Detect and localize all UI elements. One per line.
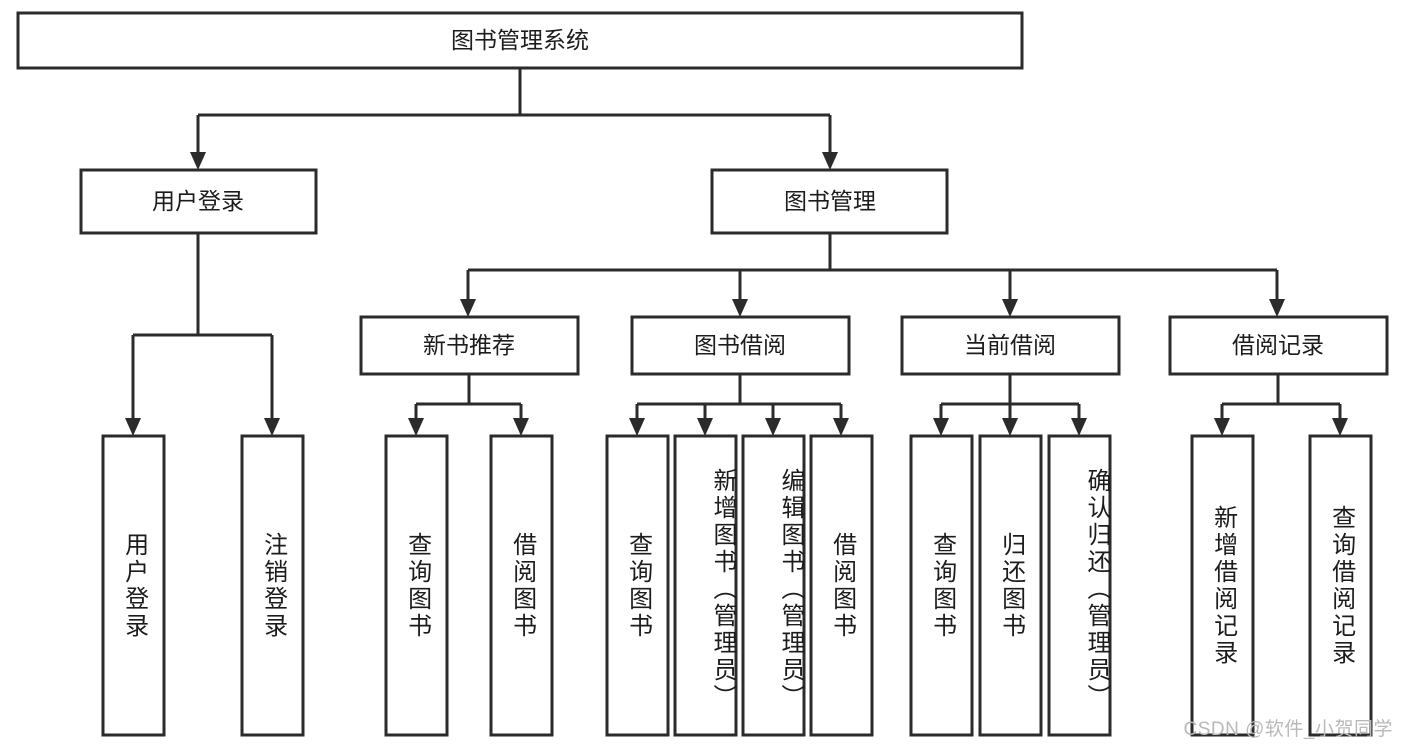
leaf-box-bb-borrow-book[interactable] xyxy=(809,434,874,737)
arrowhead-bb-leaf-3 xyxy=(765,418,781,436)
arrowhead-nbr-leaf-2 xyxy=(513,418,529,436)
arrowhead-bb-leaf-1 xyxy=(629,418,645,436)
arrowhead-cb-leaf-1 xyxy=(933,418,949,436)
node-current-borrow[interactable]: 当前借阅 xyxy=(900,315,1121,376)
connector-group-book-borrow xyxy=(629,374,849,436)
arrowhead-book-manage xyxy=(822,152,838,170)
node-root[interactable]: 图书管理系统 xyxy=(16,11,1024,70)
node-new-book-recommend[interactable]: 新书推荐 xyxy=(359,315,580,376)
arrowhead-new-book-recommend xyxy=(460,299,476,317)
arrowhead-nbr-leaf-1 xyxy=(408,418,424,436)
arrowhead-leaf-logout xyxy=(264,418,280,436)
book-borrow-label: 图书借阅 xyxy=(694,332,786,358)
leaf-box-bb-add-book[interactable] xyxy=(673,434,738,737)
leaf-box-cb-return-book[interactable] xyxy=(978,434,1043,737)
arrowhead-br-leaf-2 xyxy=(1332,418,1348,436)
csdn-watermark: CSDN @软件_小贺同学 xyxy=(1183,719,1393,740)
connector-group-current-borrow xyxy=(933,374,1087,436)
current-borrow-box[interactable] xyxy=(900,315,1121,376)
book-manage-box[interactable] xyxy=(710,168,949,235)
arrowhead-current-borrow xyxy=(1002,299,1018,317)
leaf-box-nbr-borrow-book[interactable] xyxy=(489,434,554,737)
arrowhead-bb-leaf-2 xyxy=(697,418,713,436)
user-login-label: 用户登录 xyxy=(152,188,244,214)
node-book-manage[interactable]: 图书管理 xyxy=(710,168,949,235)
arrowhead-cb-leaf-2 xyxy=(1002,418,1018,436)
leaf-box-bb-edit-book[interactable] xyxy=(741,434,806,737)
arrowhead-user-login xyxy=(190,152,206,170)
leaf-box-cb-query-book[interactable] xyxy=(909,434,974,737)
leaf-box-bb-query-book[interactable] xyxy=(605,434,670,737)
arrowhead-bb-leaf-4 xyxy=(833,418,849,436)
root-label: 图书管理系统 xyxy=(451,27,589,53)
new-book-recommend-label: 新书推荐 xyxy=(423,332,515,358)
connector-group-borrow-record xyxy=(1214,374,1348,436)
root-box[interactable] xyxy=(16,11,1024,70)
connector-group-user-login xyxy=(125,233,280,436)
leaf-box-logout[interactable] xyxy=(240,434,305,737)
node-user-login[interactable]: 用户登录 xyxy=(79,168,318,235)
arrowhead-br-leaf-1 xyxy=(1214,418,1230,436)
current-borrow-label: 当前借阅 xyxy=(964,332,1056,358)
arrowhead-leaf-user-login xyxy=(125,418,141,436)
leaf-box-cb-confirm-return[interactable] xyxy=(1047,434,1112,737)
connector-group-book-manage xyxy=(460,233,1285,317)
node-book-borrow[interactable]: 图书借阅 xyxy=(630,315,851,376)
book-manage-label: 图书管理 xyxy=(784,188,876,214)
leaf-box-nbr-query-book[interactable] xyxy=(384,434,449,737)
leaf-box-user-login[interactable] xyxy=(101,434,166,737)
new-book-recommend-box[interactable] xyxy=(359,315,580,376)
borrow-record-box[interactable] xyxy=(1168,315,1389,376)
leaf-box-br-add-record[interactable] xyxy=(1190,434,1255,737)
leaf-box-br-query-record[interactable] xyxy=(1308,434,1373,737)
connector-group-root xyxy=(190,68,838,170)
arrowhead-cb-leaf-3 xyxy=(1071,418,1087,436)
book-borrow-box[interactable] xyxy=(630,315,851,376)
borrow-record-label: 借阅记录 xyxy=(1232,332,1324,358)
arrowhead-borrow-record xyxy=(1269,299,1285,317)
connector-group-new-book-recommend xyxy=(408,374,529,436)
node-borrow-record[interactable]: 借阅记录 xyxy=(1168,315,1389,376)
arrowhead-book-borrow xyxy=(732,299,748,317)
